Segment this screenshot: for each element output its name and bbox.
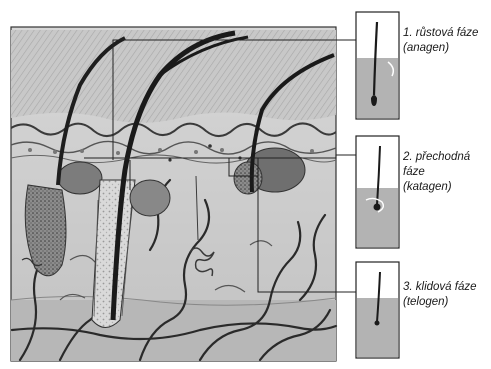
inset-telogen xyxy=(356,262,399,358)
phase-label-line: 1. růstová fáze xyxy=(403,26,478,41)
phase-label-line: fáze xyxy=(403,165,470,180)
inset-katagen xyxy=(356,136,399,248)
phase-label-line: 3. klidová fáze xyxy=(403,280,477,295)
phase-label-line: (anagen) xyxy=(403,41,478,56)
phase-label-line: (telogen) xyxy=(403,295,477,310)
skin-cross-section xyxy=(11,27,336,361)
phase-label-telogen: 3. klidová fáze (telogen) xyxy=(403,280,477,310)
phase-label-anagen: 1. růstová fáze (anagen) xyxy=(403,26,478,56)
phase-label-katagen: 2. přechodná fáze (katagen) xyxy=(403,150,470,195)
epidermis-layer xyxy=(11,30,336,123)
inset-anagen xyxy=(356,12,399,119)
phase-label-line: 2. přechodná xyxy=(403,150,470,165)
phase-label-line: (katagen) xyxy=(403,180,470,195)
